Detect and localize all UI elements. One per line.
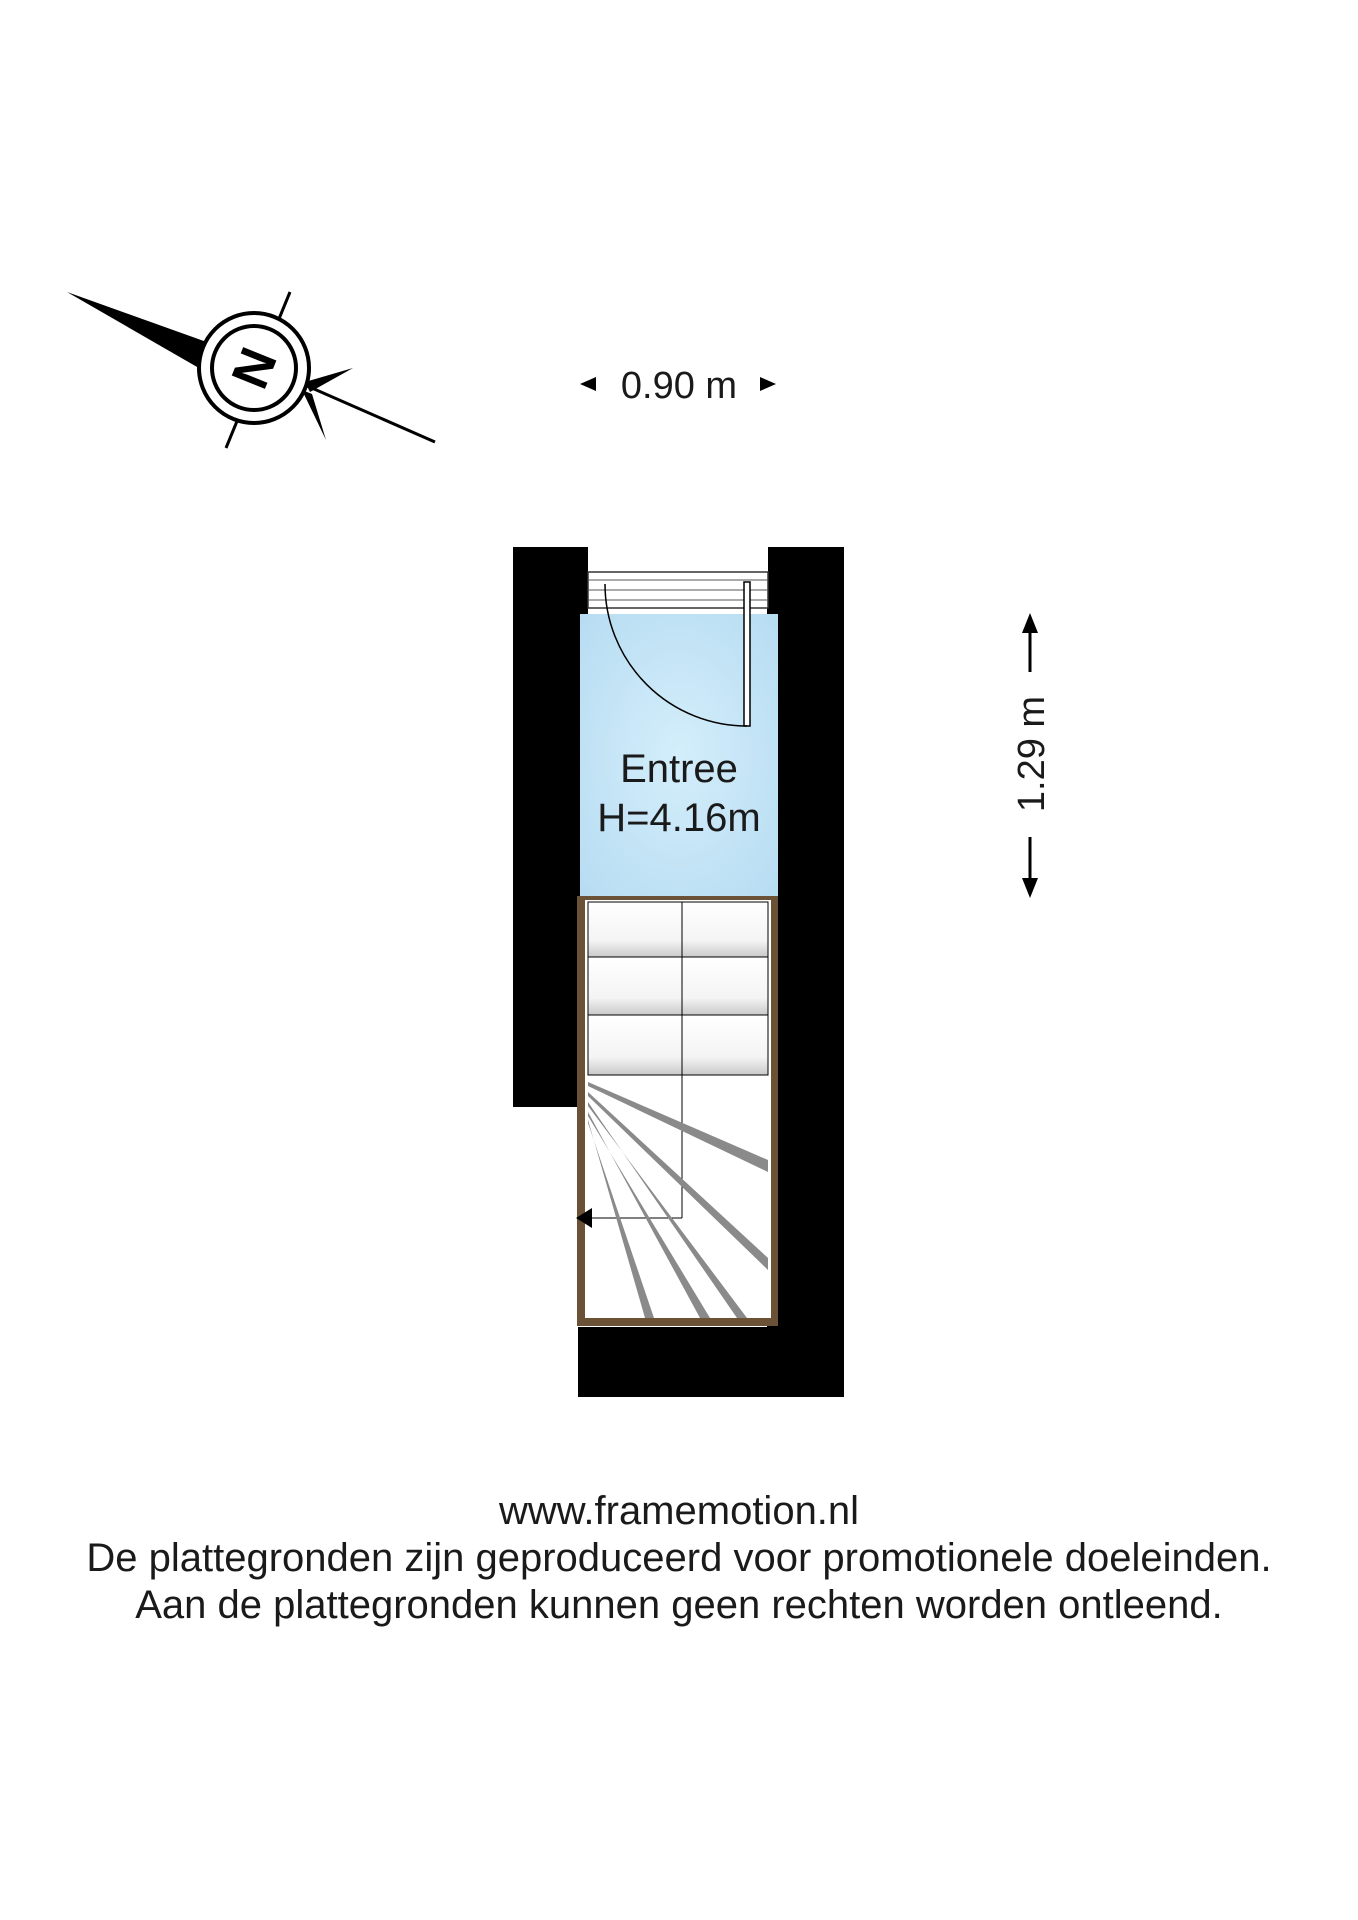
room-height-label: H=4.16m [597, 796, 760, 840]
stair-winder-treads [588, 1074, 768, 1219]
disclaimer-line-1: De plattegronden zijn geproduceerd voor … [86, 1536, 1272, 1580]
walls [513, 547, 844, 1397]
depth-dimension: 1.29 m [1011, 613, 1053, 898]
website-link[interactable]: www.framemotion.nl [498, 1489, 860, 1533]
staircase [576, 896, 778, 1326]
depth-arrow-top-icon [1022, 613, 1038, 633]
stair-winder-shading [588, 1082, 768, 1318]
width-dimension: 0.90 m [580, 365, 776, 407]
stair-stringers [577, 896, 778, 1326]
disclaimer-line-2: Aan de plattegronden kunnen geen rechten… [135, 1583, 1223, 1627]
door-swing-icon [604, 581, 751, 727]
north-arrow-compass-icon: N [67, 291, 436, 449]
depth-arrow-bottom-icon [1022, 878, 1038, 898]
disclaimer-footer: www.framemotion.nl De plattegronden zijn… [0, 1488, 1358, 1629]
width-dimension-label: 0.90 m [621, 365, 737, 407]
depth-dimension-label: 1.29 m [1011, 696, 1053, 812]
room-name-label: Entree [620, 747, 738, 791]
entrance-door-frame [587, 571, 769, 609]
stair-straight-treads [587, 901, 769, 1076]
width-arrow-left-icon [580, 377, 596, 391]
stair-direction-arrow-icon [576, 1208, 592, 1228]
width-arrow-right-icon [760, 377, 776, 391]
